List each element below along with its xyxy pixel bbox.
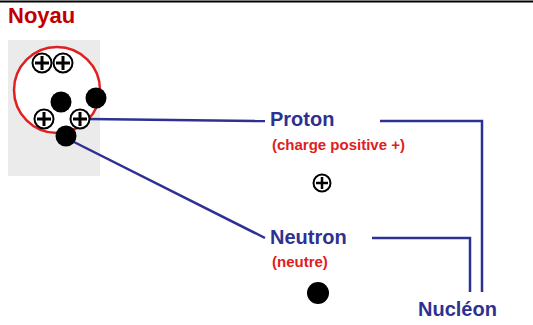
proton-symbol [54,54,73,73]
nucleus-ground [8,40,100,176]
proton-symbol [71,110,90,129]
label-holder: Nucléon [418,298,497,320]
group-name: Nucléon [418,298,497,320]
label-holder: (neutre) [272,253,328,271]
top-rule [0,1,533,3]
label-holder: (charge positive +) [272,136,405,154]
bracket-line [372,238,470,292]
nucleus-box: Noyau [8,40,100,176]
neutron-dot [86,88,107,109]
neutron-dot [51,92,72,113]
nucleus-circle [14,47,100,133]
neutron-dot [307,282,329,304]
label-holder: Neutron [270,226,347,248]
charge-note: (charge positive +) [272,136,405,153]
proton-symbol [314,175,331,192]
leader-line [88,119,265,121]
leader-line [72,141,265,238]
charge-note: (neutre) [272,253,328,270]
neutron-dot [56,126,77,147]
label-holder: Proton [270,108,334,130]
nucleus-heading: Noyau [8,4,100,28]
proton-symbol [35,110,54,129]
particle-name: Proton [270,108,334,130]
particle-name: Neutron [270,226,347,248]
proton-symbol [33,54,52,73]
